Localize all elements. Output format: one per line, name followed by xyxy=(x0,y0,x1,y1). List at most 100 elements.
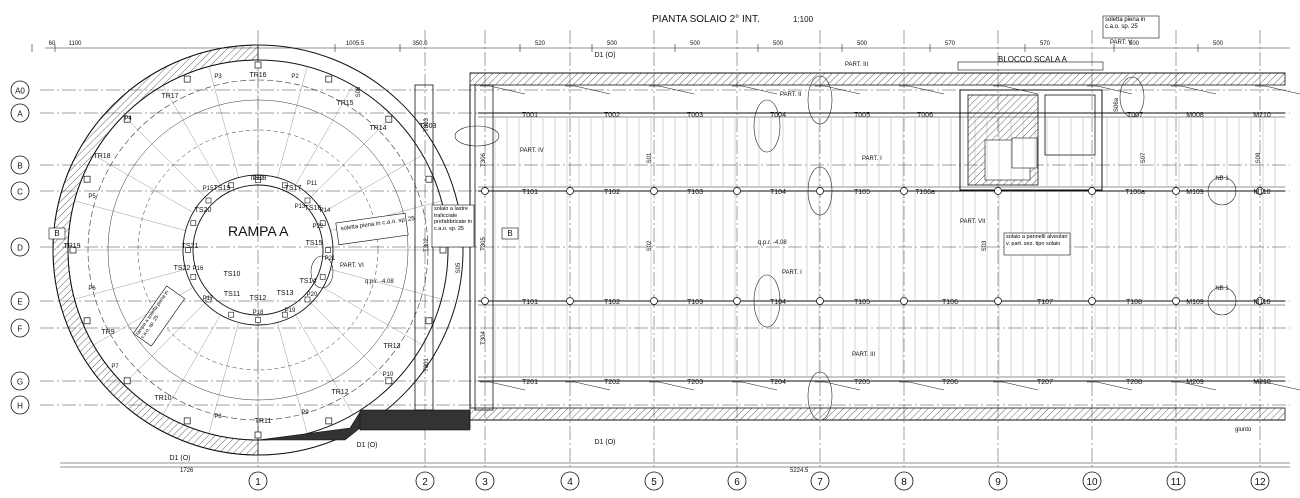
column-node xyxy=(1256,297,1264,305)
beam-label-row-e: M109 xyxy=(1186,299,1204,306)
col-bubble-label: 11 xyxy=(1171,477,1182,488)
column-node xyxy=(733,297,741,305)
part-callout: PART. I xyxy=(862,156,882,162)
column-node xyxy=(900,297,908,305)
beam-label-row-g: T203 xyxy=(687,379,703,386)
part-callout: PART. IV xyxy=(520,148,544,154)
beam-label-row-c: M110 xyxy=(1254,189,1271,196)
ring-beam-label: TR14 xyxy=(369,125,386,132)
col-bubble-5: 5 xyxy=(644,471,664,491)
pillar-label: P18 xyxy=(253,310,264,316)
col-bubble-2: 2 xyxy=(415,471,435,491)
level-marks: q.p.r. -4.08 q.p.r. -4.08 giunto xyxy=(365,240,1252,433)
column-id-label: S06 xyxy=(356,86,362,97)
col-bubble-11: 11 xyxy=(1166,471,1186,491)
ring-beam-label: TR16 xyxy=(249,72,266,79)
column-id-label: T303 xyxy=(424,118,430,132)
row-bubble-label: A xyxy=(17,110,23,119)
pillar-label: P10 xyxy=(383,372,394,378)
column-id-labels: T303T302T301T306T305T304S01S02S06S05S03S… xyxy=(356,86,1262,372)
beam-label-row-a: T005 xyxy=(854,112,870,119)
beam-label-row-e: T102 xyxy=(604,299,620,306)
giunto-label: giunto xyxy=(1235,427,1252,433)
top-dim: 500 xyxy=(1129,41,1140,47)
row-bubble-E: E xyxy=(10,291,30,311)
col-bubble-6: 6 xyxy=(727,471,747,491)
col-bubble-label: 3 xyxy=(482,477,488,488)
col-bubble-1: 1 xyxy=(248,471,268,491)
note-rampa-soletta-text: rampa a soletta piena in c.a.o. sp. 25 xyxy=(134,289,171,341)
ring-beam-label: TR11 xyxy=(255,418,272,425)
row-bubble-F: F xyxy=(10,318,30,338)
note-pannelli: solaio a pannelli alveolari v. part. sez… xyxy=(1003,232,1071,256)
bottom-dim-2: 5224.5 xyxy=(790,468,809,474)
part-callout: PART. VII xyxy=(960,219,986,225)
ring-beam-label: TR10 xyxy=(154,395,171,402)
pillar-label: P15 xyxy=(203,186,214,192)
nb-mark: NB 1 xyxy=(1215,176,1229,182)
inner-beam-label: TS10 xyxy=(224,271,241,278)
beam-label-row-g: T201 xyxy=(522,379,538,386)
beam-label-row-a: T002 xyxy=(604,112,620,119)
beam-label-row-g: T205 xyxy=(854,379,870,386)
beam-label-row-a: T001 xyxy=(522,112,538,119)
column-node xyxy=(481,187,489,195)
inner-beam-label: TS21 xyxy=(182,243,199,250)
part-callout: PART. VI xyxy=(340,263,364,269)
pillar-label: P4 xyxy=(124,116,132,122)
row-bubble-label: F xyxy=(18,325,23,334)
col-bubble-label: 12 xyxy=(1254,477,1266,488)
part-callout: PART. V xyxy=(1110,40,1132,46)
row-bubble-label: E xyxy=(17,298,22,307)
beam-label-row-g: M209 xyxy=(1186,379,1204,386)
inner-beam-label: TS15 xyxy=(306,240,323,247)
col-bubble-8: 8 xyxy=(894,471,914,491)
col-bubble-4: 4 xyxy=(560,471,580,491)
pillar-label: P21 xyxy=(325,256,336,262)
column-id-label: S03 xyxy=(982,240,988,251)
beam-label-row-a: T006 xyxy=(917,112,933,119)
beam-label-row-g: T202 xyxy=(604,379,620,386)
beam-label-row-e: T101 xyxy=(522,299,538,306)
col-bubble-10: 10 xyxy=(1082,471,1102,491)
beam-label-row-g: T204 xyxy=(770,379,786,386)
row-bubble-label: H xyxy=(17,402,23,411)
beam-label-row-a: T004 xyxy=(770,112,786,119)
part-callout: PART. III xyxy=(845,62,868,68)
col-bubble-label: 10 xyxy=(1086,477,1098,488)
pillar-label: P9 xyxy=(301,410,309,416)
row-bubble-label: A0 xyxy=(15,87,25,96)
ring-beam-label: TR17 xyxy=(161,93,178,100)
column-id-label: T302 xyxy=(424,238,430,252)
pillar-label: P16 xyxy=(193,266,204,272)
pillar-label: P14 xyxy=(320,208,331,214)
note-solaio-lastre-text: solaio a lastre tralicciate prefabbricat… xyxy=(434,206,472,232)
section-mark: D1 (O) xyxy=(595,439,616,446)
col-bubble-3: 3 xyxy=(475,471,495,491)
part-callout: PART. II xyxy=(780,92,802,98)
qpr-ramp: q.p.r. -4.08 xyxy=(365,279,394,285)
column-node xyxy=(1256,187,1264,195)
ring-beam-label: TR12 xyxy=(331,389,348,396)
beam-label-row-c: M109 xyxy=(1186,189,1204,196)
bottom-dimension-chain: 1726 5224.5 xyxy=(60,462,1290,474)
ring-beam-label: TR13 xyxy=(383,343,400,350)
pillar-label: P11 xyxy=(307,181,318,187)
pillar-label: P12 xyxy=(253,176,264,182)
column-id-label: S02 xyxy=(647,240,653,251)
column-node xyxy=(1088,187,1096,195)
ring-beam-label: TR19 xyxy=(63,243,80,250)
note-pannelli-text: solaio a pannelli alveolari v. part. sez… xyxy=(1006,234,1068,247)
row-bubble-label: C xyxy=(17,188,23,197)
column-node xyxy=(816,297,824,305)
top-dim: 1100 xyxy=(69,41,83,47)
pillar-label: P19 xyxy=(285,308,296,314)
top-dim: 570 xyxy=(945,41,956,47)
beam-label-row-c: T106a xyxy=(1125,189,1145,196)
inner-beam-label: TS13 xyxy=(277,290,294,297)
column-node xyxy=(566,297,574,305)
